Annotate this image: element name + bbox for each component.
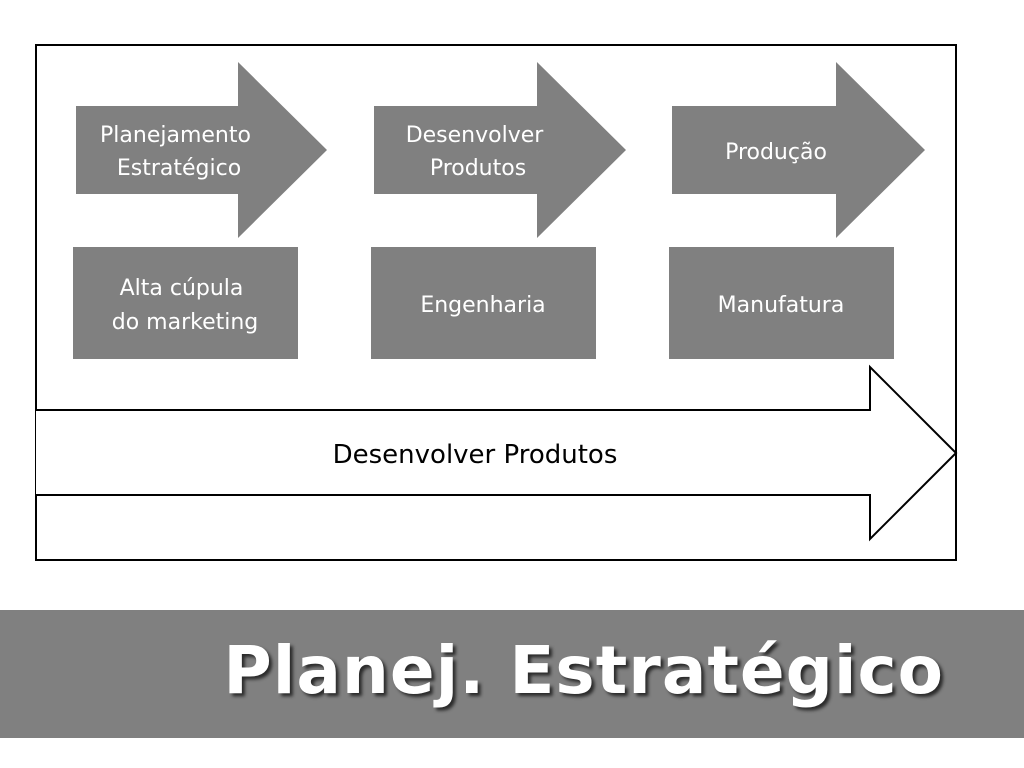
arrow-desenvolver-produtos [374, 62, 626, 238]
arrow-producao [672, 62, 925, 238]
title-bar: Planej. Estratégico [0, 610, 1024, 738]
box-alta-cupula-label: Alta cúpula do marketing [112, 276, 259, 335]
arrow-producao-label: Produção [725, 140, 827, 165]
box-manufatura-label: Manufatura [718, 293, 845, 318]
box-alta-cupula [73, 247, 298, 359]
main-process-arrow [36, 364, 958, 542]
arrow-planejamento-estrategico-label: Planejamento Estratégico [100, 123, 258, 181]
box-engenharia [371, 247, 596, 359]
slide-title: Planej. Estratégico [223, 632, 944, 709]
process-diagram: Planejamento Estratégico Desenvolver Pro… [35, 44, 958, 561]
main-process-arrow-label: Desenvolver Produtos [333, 440, 618, 470]
arrow-planejamento-estrategico [76, 62, 327, 238]
box-manufatura [669, 247, 894, 359]
arrow-desenvolver-produtos-label: Desenvolver Produtos [406, 123, 551, 181]
box-engenharia-label: Engenharia [420, 293, 545, 318]
